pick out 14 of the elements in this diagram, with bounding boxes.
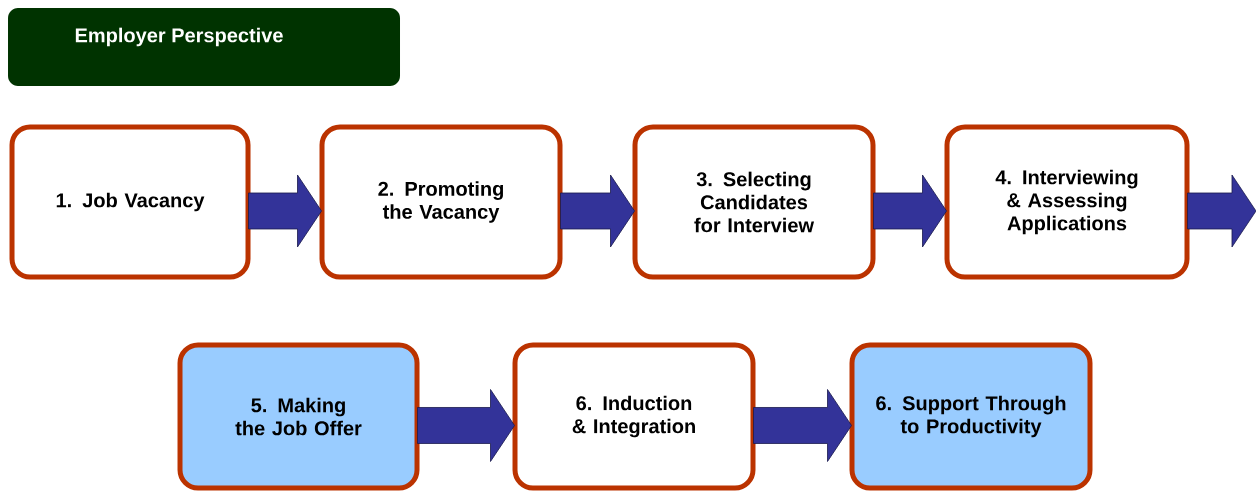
process-box: 3. Selecting Candidates for Interview	[632, 124, 876, 280]
title-banner: Employer Perspective	[8, 8, 400, 86]
process-box: 5. Making the Job Offer	[177, 342, 420, 491]
process-box: 4. Interviewing & Assessing Applications	[944, 124, 1190, 280]
process-box: 6. Support Through to Productivity	[849, 342, 1093, 491]
process-box: 6. Induction & Integration	[512, 342, 756, 491]
block-arrow	[248, 174, 322, 248]
process-box: 2. Promoting the Vacancy	[319, 124, 563, 280]
block-arrow	[753, 389, 852, 462]
block-arrow	[873, 174, 947, 248]
process-box: 1. Job Vacancy	[9, 124, 251, 280]
block-arrow	[560, 174, 635, 248]
block-arrow	[1187, 174, 1256, 248]
block-arrow	[417, 389, 515, 462]
